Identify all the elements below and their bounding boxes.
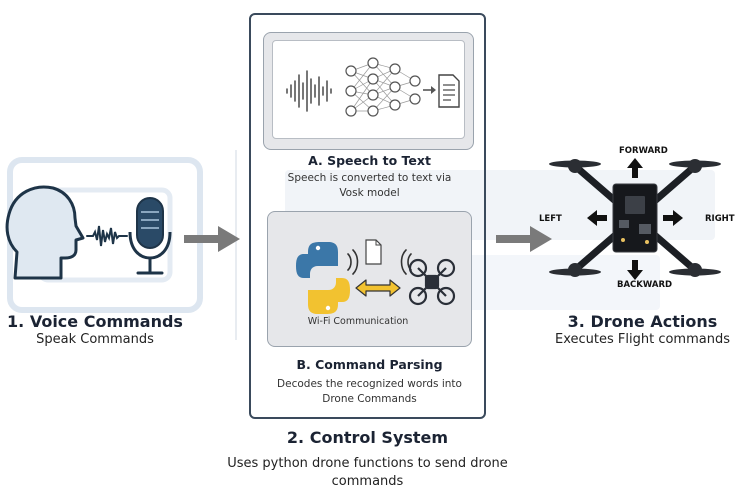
stage-1-subtitle: Speak Commands — [36, 332, 154, 347]
speech-to-text-card — [263, 32, 474, 150]
stage-3-subtitle: Executes Flight commands — [555, 332, 730, 347]
direction-backward-label: BACKWARD — [617, 280, 673, 290]
step-b-description: Decodes the recognized words into Drone … — [277, 378, 462, 405]
direction-left-label: LEFT — [539, 214, 562, 224]
neural-network-icon — [345, 57, 421, 117]
command-parsing-illustration — [296, 239, 456, 314]
speech-to-text-illustration — [272, 40, 465, 139]
stage-3-title: 3. Drone Actions — [567, 312, 718, 331]
bidirectional-arrow-icon — [355, 279, 401, 297]
microphone-icon — [128, 197, 172, 275]
mini-drone-icon — [408, 258, 456, 306]
direction-arrows-icon — [587, 158, 683, 280]
command-document-icon — [365, 239, 382, 265]
direction-right-label: RIGHT — [705, 214, 735, 224]
drone-actions-illustration: FORWARD BACKWARD LEFT RIGHT — [535, 140, 735, 295]
text-document-icon — [438, 74, 460, 108]
audio-waveform-icon — [286, 70, 332, 112]
flow-arrow-right-icon — [184, 226, 240, 252]
direction-forward-label: FORWARD — [619, 146, 668, 156]
sound-wave-icon — [86, 225, 128, 247]
wifi-communication-label: Wi-Fi Communication — [307, 316, 409, 327]
human-head-icon — [5, 185, 85, 280]
drone-frame-icon — [549, 159, 721, 277]
command-parsing-card: Wi-Fi Communication — [267, 211, 472, 347]
step-a-description: Speech is converted to text via Vosk mod… — [287, 172, 452, 199]
stage-2-subtitle: Uses python drone functions to send dron… — [227, 456, 508, 489]
flow-arrow-right-icon-2 — [496, 226, 552, 252]
step-b-title: B. Command Parsing — [296, 357, 443, 372]
stage-1-title: 1. Voice Commands — [7, 312, 183, 331]
control-system-panel: A. Speech to Text Speech is converted to… — [249, 13, 486, 419]
step-a-title: A. Speech to Text — [308, 153, 431, 168]
stage-2-title: 2. Control System — [286, 428, 449, 447]
python-logo-icon — [296, 242, 350, 314]
voice-command-illustration — [5, 185, 172, 280]
